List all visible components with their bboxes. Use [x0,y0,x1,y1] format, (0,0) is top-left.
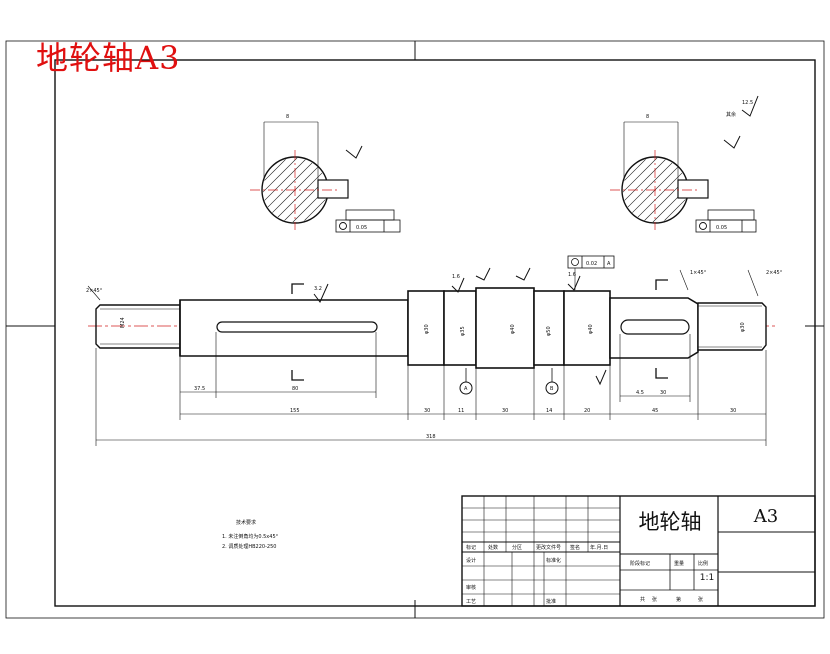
tb-label-approve: 批准 [546,598,556,605]
datum-b-label: B [550,386,554,392]
tb-label-process: 工艺 [466,599,476,605]
dimension-lines [87,269,767,446]
shaft-main-view [88,255,778,395]
sheet-size: A3 [753,506,779,527]
dim-seg-g: 45 [652,408,658,414]
tb-label-standard: 标准化 [546,557,561,564]
section-view-left [250,121,401,233]
tb-sheet-no: 第 [676,596,681,603]
roughness-rest-label: 其余 [726,111,736,118]
tb-label-stage: 阶段标记 [630,560,650,567]
chamfer-left-label: 2×45° [86,288,103,294]
dim-seg-a: 155 [290,408,300,414]
tb-label-count: 处数 [488,544,498,551]
tb-sheet-unit1: 张 [652,596,657,603]
tb-label-review: 审核 [466,584,476,591]
dim-seg-b: 30 [424,408,430,414]
dim-key-right-len2: 30 [660,390,666,396]
chamfer-right-label: 2×45° [766,270,783,276]
tb-label-sign: 签名 [570,544,580,551]
tb-label-zone: 分区 [512,544,522,551]
notes-item-1: 1. 未注倒角均为0.5x45° [222,533,279,540]
tb-label-design: 设计 [466,557,476,564]
tb-label-scale: 比例 [698,560,708,567]
dim-key-left-len: 80 [292,386,298,392]
roughness-2: 1.6 [452,274,460,280]
scale-value: 1:1 [699,573,715,583]
roughness-5: 1.6 [568,272,576,278]
dim-seg-c: 11 [458,408,464,414]
dim-seg-d: 30 [502,408,508,414]
roughness-rest: 12.5 [742,100,753,106]
dim-seg-f: 20 [584,408,590,414]
part-name: 地轮轴 [638,510,702,534]
roughness-1: 3.2 [314,286,322,292]
section-right-width: 8 [646,114,649,120]
section-left-tol: 0.05 [356,225,367,231]
section-right-tol: 0.05 [716,225,727,231]
centering-marks [6,41,824,618]
geo-tol-value: 0.02 [586,261,597,267]
dia-3-label: φ40 [510,324,516,334]
dia-1-label: φ30 [424,324,430,334]
dia-5-label: φ40 [588,324,594,334]
notes-item-2: 2. 调质处理HB220-250 [222,543,276,550]
dim-seg-e: 14 [546,408,552,414]
dim-overall: 318 [426,434,436,440]
tb-label-date: 年.月.日 [590,544,608,551]
tb-label-weight: 重量 [674,560,684,567]
tb-sheet-unit2: 张 [698,596,703,603]
chamfer-mid-label: 1×45° [690,270,707,276]
drawing-annotations: 2×45° 1×45° 2×45° 37.5 80 155 30 11 30 1… [86,100,783,605]
datum-a-label: A [464,386,468,392]
geo-tol-ref: A [607,261,611,267]
dia-thread-label: M24 [120,317,126,328]
tb-label-change: 更改文件号 [536,544,561,551]
drawing-title: 地轮轴A3 [36,39,181,77]
tb-sheet-total: 共 [640,596,645,603]
notes-heading: 技术要求 [236,519,256,526]
dim-key-right-len: 4.5 [636,390,644,396]
section-left-width: 8 [286,114,289,120]
dia-7-label: φ30 [740,322,746,332]
dia-4-label: φ50 [546,326,552,336]
inner-frame [54,59,816,607]
dia-2-label: φ35 [460,326,466,336]
tb-label-mark: 标记 [466,544,476,551]
dim-seg-h: 30 [730,408,736,414]
title-block-grid [461,495,816,607]
dim-key-left-pos: 37.5 [194,386,205,392]
